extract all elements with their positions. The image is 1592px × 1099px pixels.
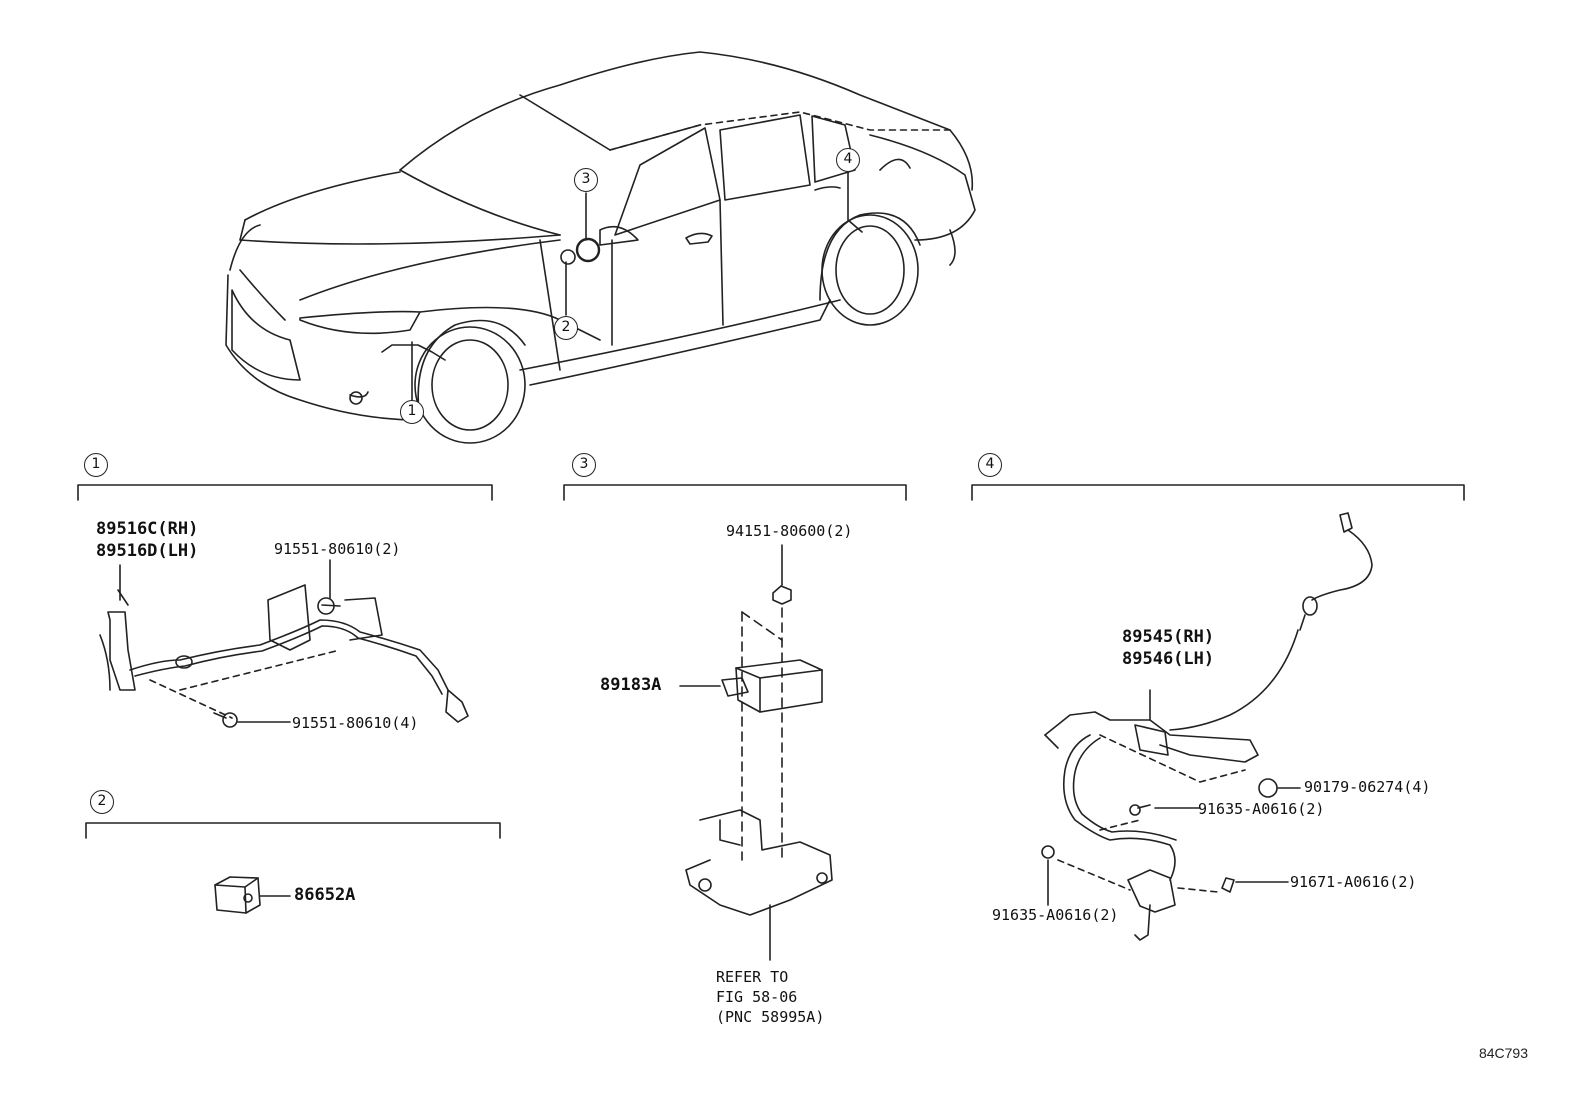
clip-90179-06274: 90179-06274(4): [1304, 778, 1431, 796]
section2-switch: [214, 876, 291, 914]
part-89516d-lh: 89516D(LH): [96, 541, 199, 561]
section-2-label: 2: [90, 790, 114, 814]
callout-4-car: 4: [836, 148, 860, 172]
section-3-label: 3: [572, 453, 596, 477]
section-4-label: 4: [978, 453, 1002, 477]
bolt-91671-a0616: 91671-A0616(2): [1290, 873, 1417, 891]
refer-to-line2: FIG 58-06: [716, 988, 798, 1006]
part-89545-rh: 89545(RH): [1122, 627, 1215, 647]
figure-code: 84C793: [1478, 1045, 1528, 1061]
callout-3-car: 3: [574, 168, 598, 192]
section1-wire-harness: [99, 559, 469, 728]
callout-2-car: 2: [554, 316, 578, 340]
section-brackets: [77, 484, 1465, 839]
section4-sensor: [1041, 512, 1373, 941]
bolt-91635-a0616-upper: 91635-A0616(2): [1198, 800, 1325, 818]
refer-to-line1: REFER TO: [716, 968, 789, 986]
refer-to-line3: (PNC 58995A): [716, 1008, 825, 1026]
callout-1-car: 1: [400, 400, 424, 424]
part-89183a: 89183A: [600, 675, 662, 695]
car-illustration: [225, 51, 976, 444]
nut-94151-80600: 94151-80600(2): [726, 522, 853, 540]
section3-sensor: [679, 544, 833, 961]
bolt-91635-a0616-lower: 91635-A0616(2): [992, 906, 1119, 924]
part-89516c-rh: 89516C(RH): [96, 519, 199, 539]
section-1-label: 1: [84, 453, 108, 477]
bolt-91551-80610-2: 91551-80610(2): [274, 540, 401, 558]
bolt-91551-80610-4: 91551-80610(4): [292, 714, 419, 732]
part-86652a: 86652A: [294, 885, 356, 905]
part-89546-lh: 89546(LH): [1122, 649, 1215, 669]
